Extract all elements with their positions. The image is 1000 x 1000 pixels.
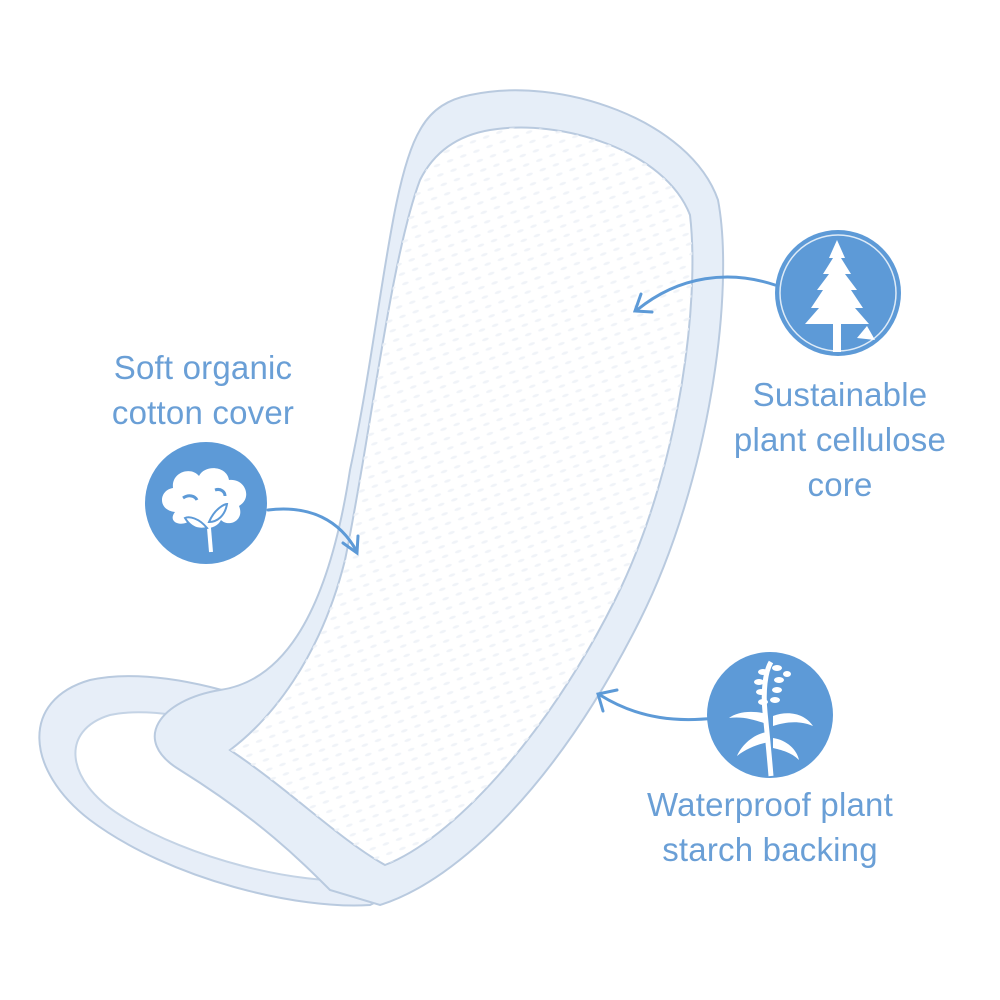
starch-backing-label: Waterproof plant starch backing [600, 782, 940, 872]
corn-plant-icon [729, 660, 813, 777]
pine-tree-icon [779, 234, 897, 352]
arrow-to-cover [266, 507, 359, 554]
corn-badge [707, 652, 833, 778]
label-line: Waterproof plant [647, 786, 893, 823]
arrow-to-backing [598, 693, 717, 722]
label-line: cotton cover [111, 394, 295, 431]
label-line: Soft organic [113, 349, 293, 386]
cellulose-core-label: Sustainable plant cellulose core [700, 372, 980, 507]
label-line: Sustainable [752, 376, 928, 413]
label-line: core [807, 466, 873, 503]
tree-badge [775, 230, 901, 356]
arrow-to-core [635, 275, 777, 312]
label-line: plant cellulose [733, 421, 947, 458]
cotton-boll-icon [162, 468, 247, 553]
label-line: starch backing [662, 831, 878, 868]
cotton-badge [145, 442, 267, 564]
cotton-cover-label: Soft organic cotton cover [78, 345, 328, 435]
